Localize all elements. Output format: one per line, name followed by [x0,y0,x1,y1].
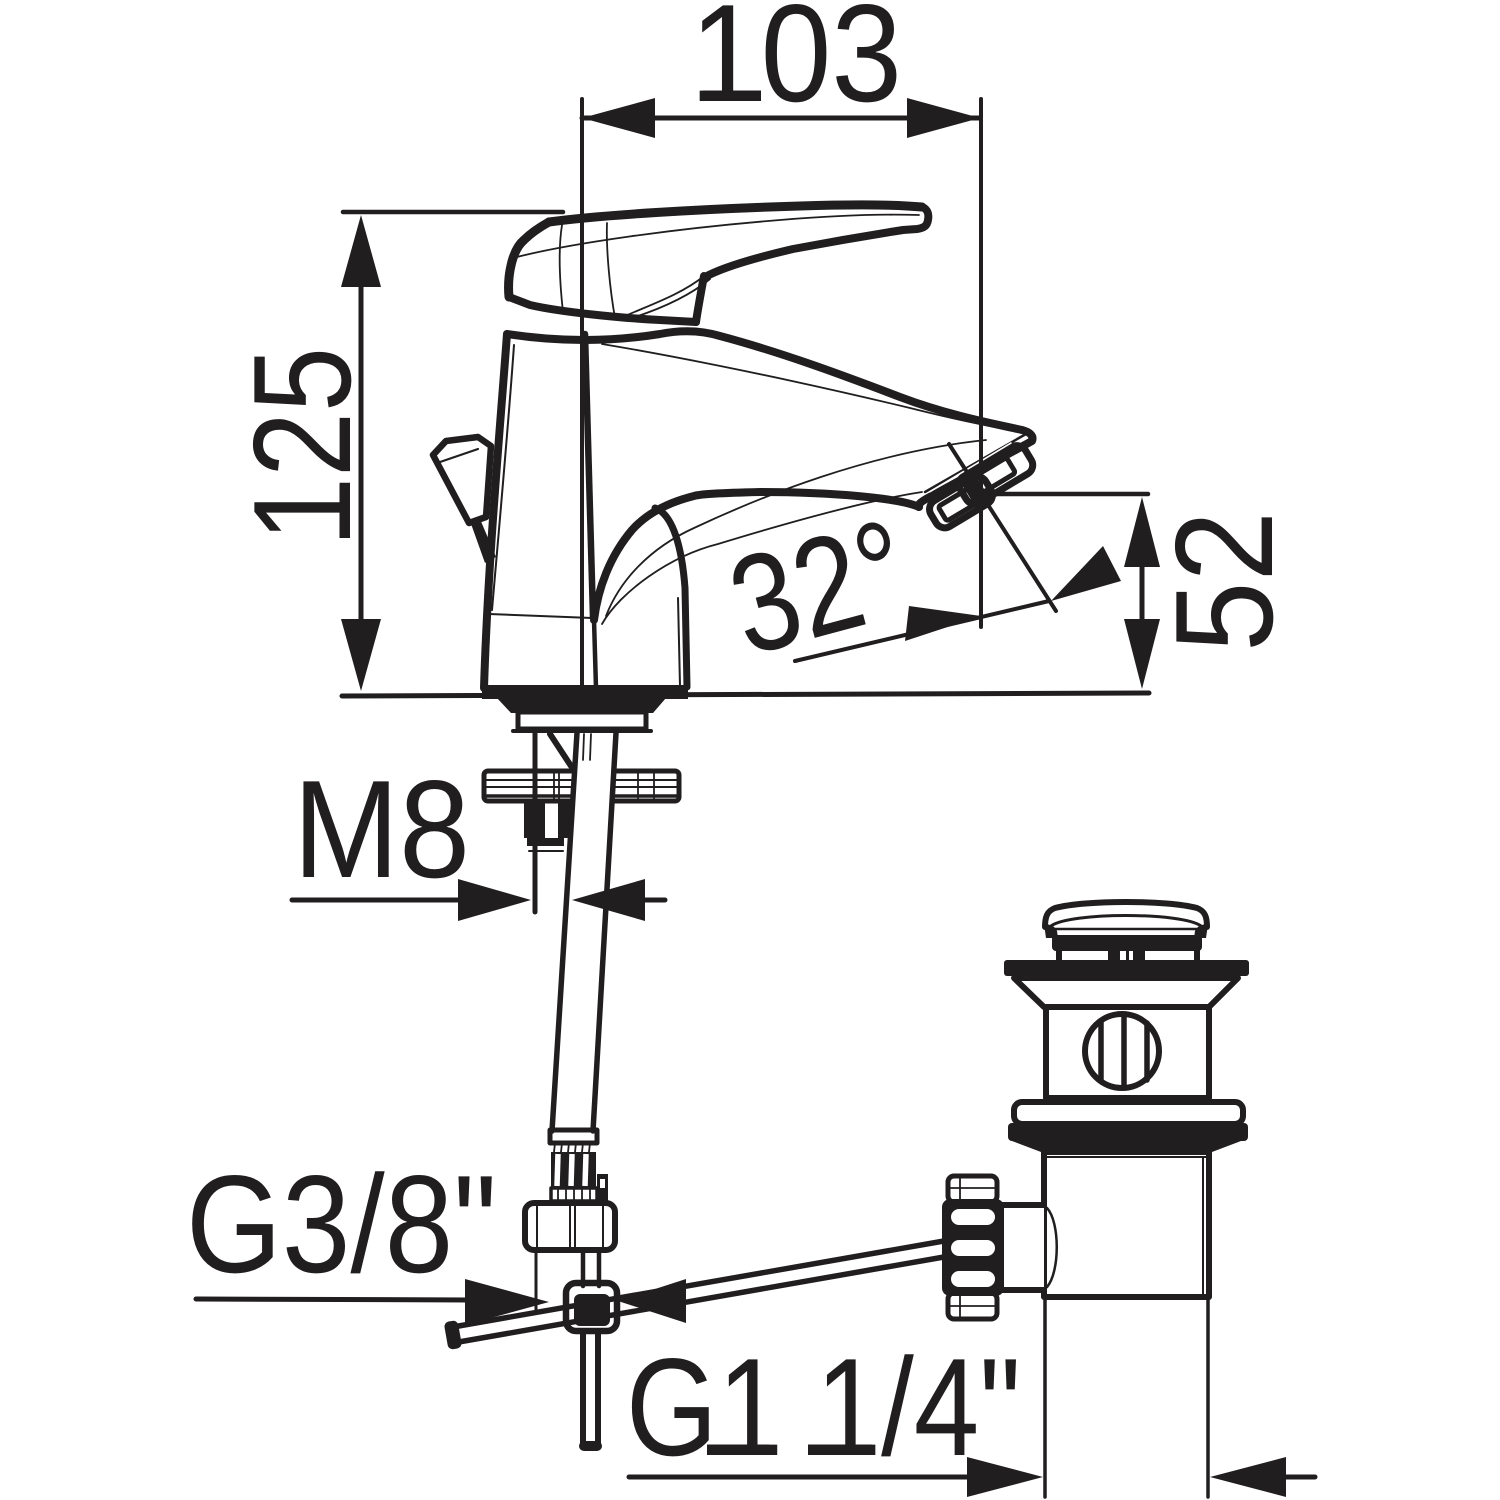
svg-text:G1 1/4": G1 1/4" [626,1330,1021,1485]
svg-text:M8: M8 [293,752,470,907]
svg-text:103: 103 [690,0,902,131]
svg-text:G3/8": G3/8" [186,1147,497,1302]
svg-text:125: 125 [225,347,380,542]
svg-text:52: 52 [1147,511,1302,652]
